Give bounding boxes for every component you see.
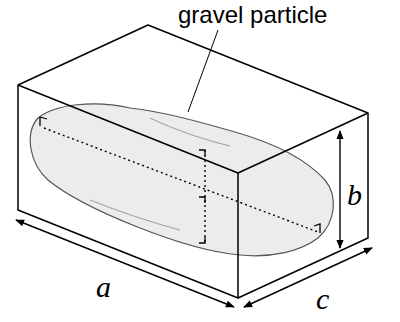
- axis-ticks: [40, 117, 320, 243]
- particle-texture: [90, 118, 230, 230]
- leader-line: [188, 30, 218, 112]
- particle-axes: [44, 128, 318, 243]
- dimension-arrows: [16, 131, 372, 307]
- bounding-box: [18, 25, 368, 298]
- part-label: gravel particle: [178, 3, 327, 27]
- dimension-label: b: [347, 180, 362, 210]
- dimension-label: a: [96, 272, 111, 302]
- dimension-label: c: [316, 284, 329, 314]
